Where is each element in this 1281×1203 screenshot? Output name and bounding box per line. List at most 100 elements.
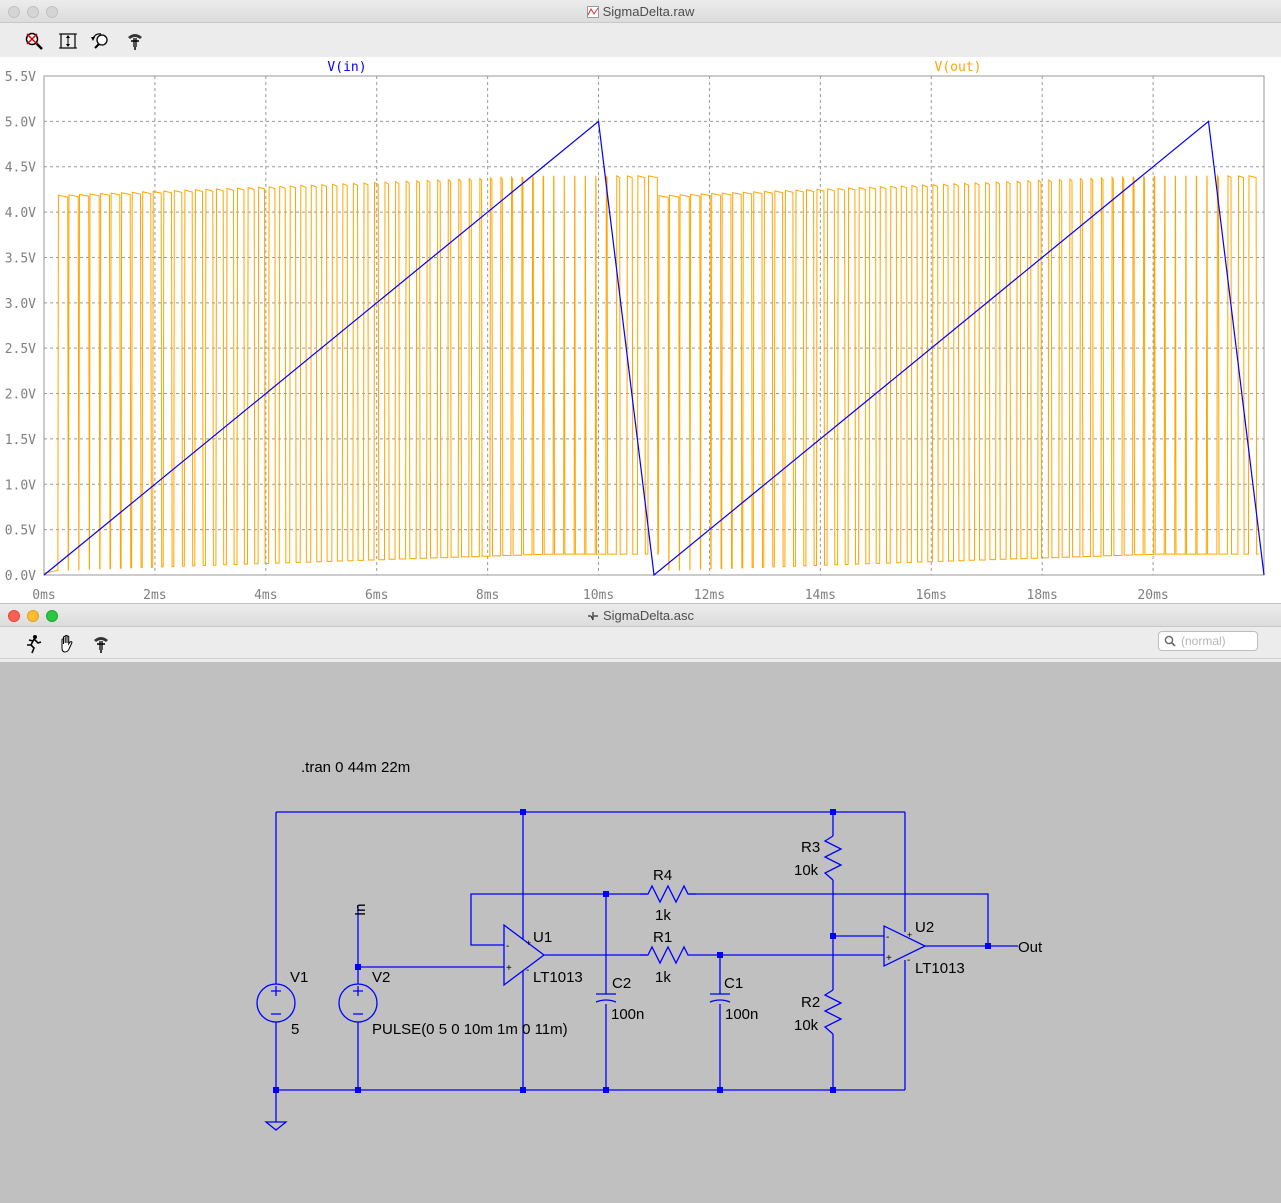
label-v2: V2 — [372, 969, 390, 986]
u1-minus-pin: - — [506, 941, 509, 952]
autorange-icon[interactable] — [57, 30, 79, 52]
probe-icon[interactable] — [90, 633, 112, 655]
model-u2: LT1013 — [915, 960, 965, 977]
schematic-toolbar — [0, 627, 1281, 659]
net-label-out: Out — [1018, 939, 1043, 956]
y-tick-label: 4.0V — [5, 206, 36, 221]
y-tick-label: 1.0V — [5, 478, 36, 493]
undo-zoom-icon[interactable] — [90, 30, 112, 52]
u1-vplus-pin: + — [526, 938, 531, 948]
label-r2: R2 — [801, 994, 820, 1011]
probe-icon[interactable] — [124, 30, 146, 52]
x-tick-label: 0ms — [32, 588, 55, 603]
schematic-titlebar[interactable]: SigmaDelta.asc — [0, 604, 1281, 627]
schematic-window: SigmaDelta.asc — [0, 604, 1281, 1203]
u1-plus-pin: + — [506, 963, 512, 974]
x-tick-label: 14ms — [805, 588, 836, 603]
opamp-u2[interactable] — [883, 924, 927, 968]
label-v1: V1 — [290, 969, 308, 986]
x-tick-label: 10ms — [583, 588, 614, 603]
value-v1: 5 — [291, 1021, 299, 1038]
close-button[interactable] — [8, 610, 20, 622]
value-v2: PULSE(0 5 0 10m 1m 0 11m) — [372, 1021, 568, 1038]
model-u1: LT1013 — [533, 969, 583, 986]
waveform-title: SigmaDelta.raw — [0, 4, 1281, 19]
label-c2: C2 — [612, 975, 631, 992]
window-controls — [8, 609, 65, 627]
u2-plus-pin: + — [886, 953, 892, 964]
x-tick-label: 6ms — [365, 588, 388, 603]
series-vin-line[interactable] — [43, 120, 1265, 577]
u2-vplus-pin: + — [907, 930, 912, 940]
x-tick-label: 8ms — [476, 588, 499, 603]
zoom-button[interactable] — [46, 6, 58, 18]
u2-vminus-pin: - — [907, 955, 910, 966]
legend-vout[interactable]: V(out) — [935, 60, 982, 75]
voltage-source-v2[interactable] — [338, 983, 378, 1023]
label-r3: R3 — [801, 839, 820, 856]
legend-vin[interactable]: V(in) — [327, 60, 366, 75]
y-tick-label: 5.5V — [5, 70, 36, 85]
waveform-plot[interactable]: 0.0V0.5V1.0V1.5V2.0V2.5V3.0V3.5V4.0V4.5V… — [0, 57, 1281, 603]
y-tick-label: 3.5V — [5, 251, 36, 266]
minimize-button[interactable] — [27, 6, 39, 18]
capacitor-c1[interactable] — [709, 993, 731, 1003]
x-tick-label: 18ms — [1027, 588, 1058, 603]
opamp-u1[interactable] — [503, 923, 546, 987]
net-label-in: In — [352, 903, 369, 916]
search-box[interactable] — [1158, 631, 1258, 651]
schematic-file-icon — [587, 612, 598, 621]
resistor-r1-zigzag — [640, 945, 884, 965]
value-r3: 10k — [794, 862, 819, 879]
label-r1: R1 — [653, 929, 672, 946]
pan-icon[interactable] — [56, 633, 78, 655]
u1-vminus-pin: - — [526, 965, 529, 976]
label-u2: U2 — [915, 919, 934, 936]
label-r4: R4 — [653, 867, 672, 884]
ground-symbol — [264, 1090, 288, 1131]
x-tick-label: 12ms — [694, 588, 725, 603]
capacitor-c2[interactable] — [595, 993, 617, 1003]
zoom-button[interactable] — [46, 610, 58, 622]
x-tick-label: 4ms — [254, 588, 277, 603]
value-r1: 1k — [655, 969, 671, 986]
window-controls — [8, 5, 65, 23]
value-r4: 1k — [655, 907, 671, 924]
y-tick-label: 5.0V — [5, 115, 36, 130]
resistor-r2[interactable] — [823, 989, 843, 1035]
y-tick-label: 0.5V — [5, 524, 36, 539]
series-vout-line[interactable] — [43, 173, 1259, 574]
voltage-source-v1[interactable] — [256, 983, 296, 1023]
resistor-r4-zigzag — [640, 884, 696, 904]
junction-dots — [273, 809, 991, 1093]
schematic-title: SigmaDelta.asc — [0, 608, 1281, 623]
minimize-button[interactable] — [27, 610, 39, 622]
label-u1: U1 — [533, 929, 552, 946]
y-tick-label: 0.0V — [5, 569, 36, 584]
value-r2: 10k — [794, 1017, 819, 1034]
x-tick-label: 2ms — [143, 588, 166, 603]
resistor-r3[interactable] — [823, 835, 843, 881]
tran-directive[interactable]: .tran 0 44m 22m — [301, 759, 410, 776]
value-c2: 100n — [611, 1006, 644, 1023]
x-tick-label: 16ms — [916, 588, 947, 603]
y-tick-label: 2.5V — [5, 342, 36, 357]
waveform-titlebar[interactable]: SigmaDelta.raw — [0, 0, 1281, 23]
search-input[interactable] — [1181, 633, 1255, 649]
y-tick-label: 4.5V — [5, 161, 36, 176]
wire-u1-feedback — [470, 893, 989, 946]
u2-minus-pin: - — [886, 932, 889, 943]
search-icon — [1164, 635, 1176, 647]
y-tick-label: 3.0V — [5, 297, 36, 312]
waveform-toolbar — [0, 23, 1281, 57]
x-tick-label: 20ms — [1137, 588, 1168, 603]
value-c1: 100n — [725, 1006, 758, 1023]
zoom-icon[interactable] — [23, 30, 45, 52]
waveform-file-icon — [586, 6, 599, 18]
close-button[interactable] — [8, 6, 20, 18]
run-icon[interactable] — [22, 633, 44, 655]
schematic-canvas[interactable]: .tran 0 44m 22m V1 5 V2 PULSE(0 5 0 10m … — [0, 662, 1281, 1203]
label-c1: C1 — [724, 975, 743, 992]
y-tick-label: 1.5V — [5, 433, 36, 448]
